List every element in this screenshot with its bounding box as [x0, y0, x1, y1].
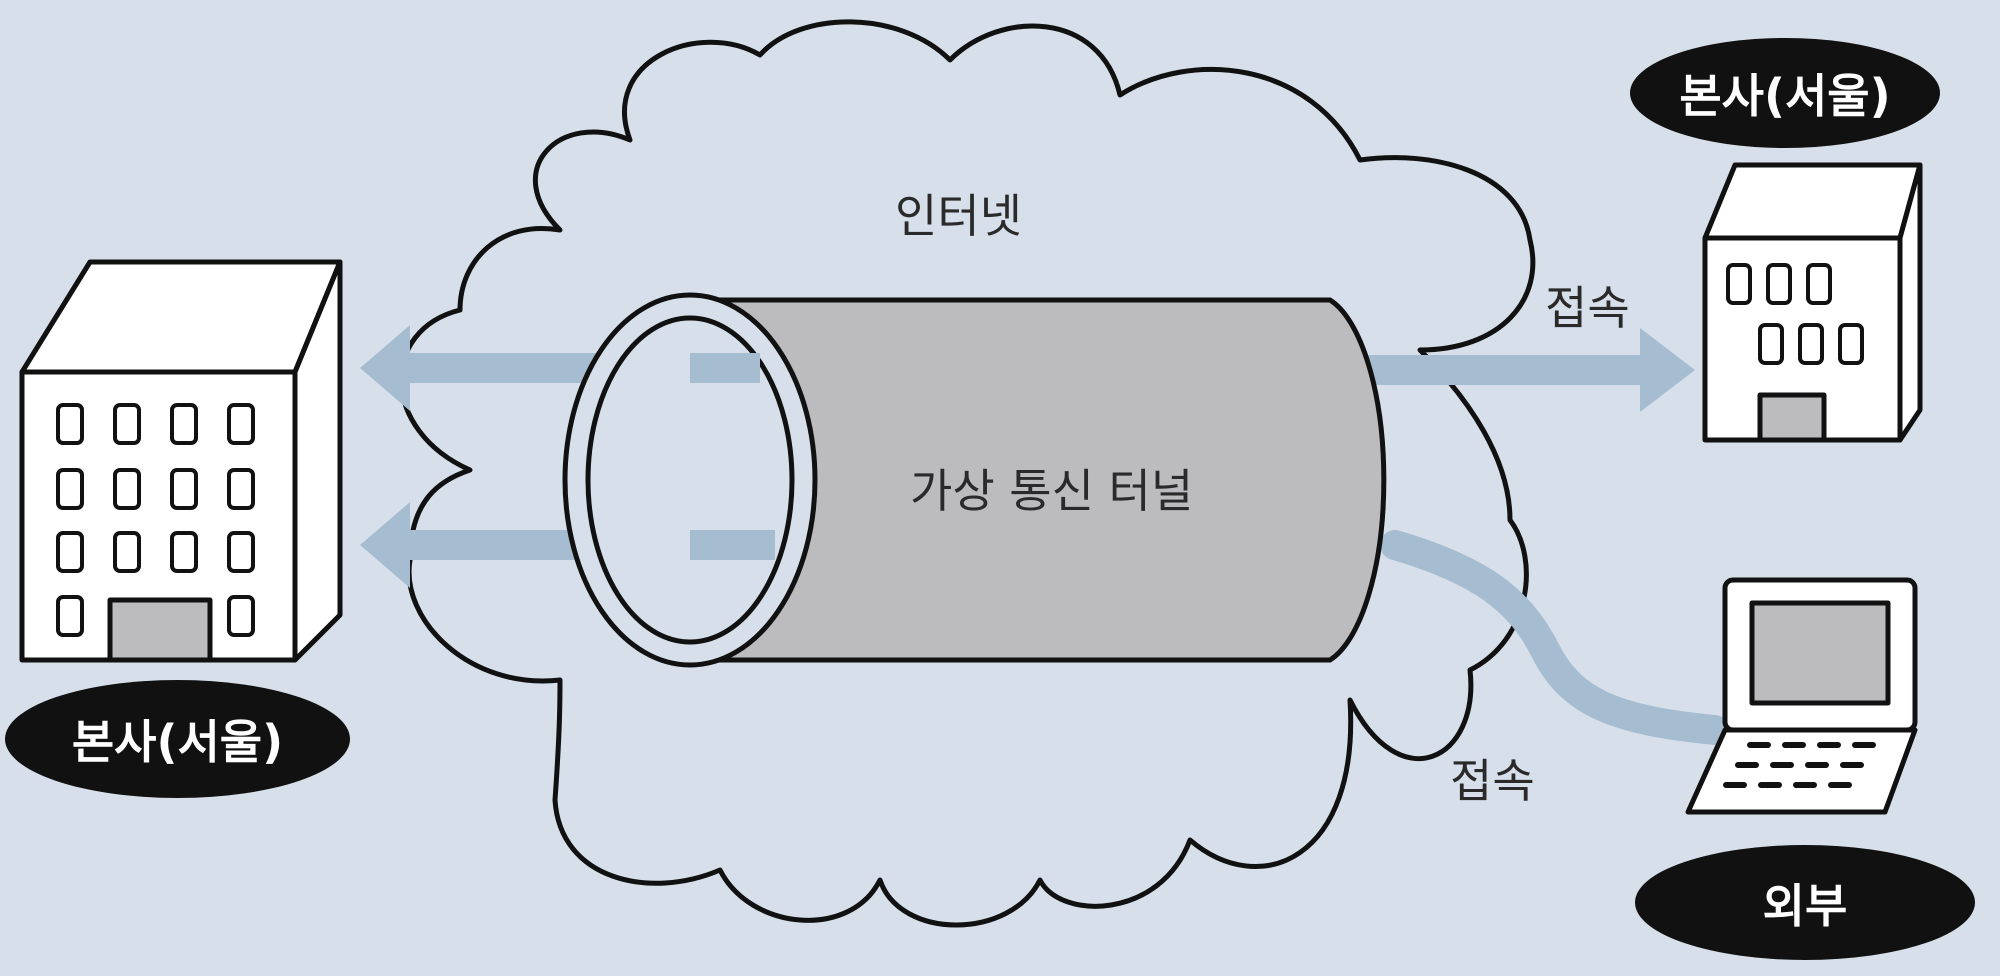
building-icon [1702, 162, 1923, 443]
tunnel-icon [562, 292, 1387, 668]
connect-label-top: 접속 [1545, 281, 1630, 335]
right-hq-badge: 본사(서울) [1630, 38, 1940, 148]
external-badge: 외부 [1635, 845, 1975, 960]
left-hq-badge: 본사(서울) [5, 680, 350, 798]
laptop-icon [1685, 577, 1918, 815]
left-hq-badge-text: 본사(서울) [71, 715, 284, 769]
connect-label-bottom: 접속 [1450, 754, 1535, 808]
internet-label: 인터넷 [895, 189, 1022, 243]
external-badge-text: 외부 [1762, 878, 1848, 933]
right-hq-badge-text: 본사(서울) [1679, 69, 1891, 123]
tunnel-label: 가상 통신 터널 [910, 464, 1194, 518]
building-icon [19, 259, 343, 663]
